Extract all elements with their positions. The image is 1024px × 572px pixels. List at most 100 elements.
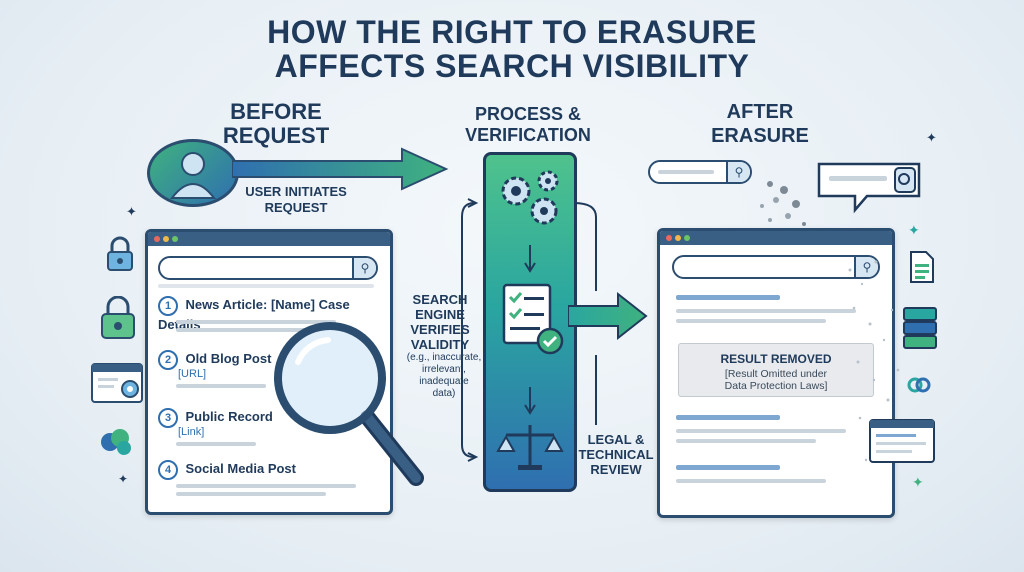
search-placeholder-line bbox=[658, 170, 714, 174]
settings-window-icon bbox=[91, 363, 143, 403]
document-icon bbox=[910, 251, 934, 283]
verify-line-3: VERIFIES bbox=[410, 322, 470, 337]
result-line bbox=[176, 442, 256, 446]
scales-icon bbox=[496, 425, 564, 470]
verify-note-line-3: inadequate bbox=[419, 376, 469, 387]
verify-note-line-2: irrelevant, bbox=[422, 364, 466, 375]
request-arrow bbox=[232, 147, 449, 191]
title-line-2: AFFECTS SEARCH VISIBILITY bbox=[274, 48, 750, 84]
result-line bbox=[676, 439, 816, 443]
result-3[interactable]: 3 Public Record bbox=[158, 408, 273, 428]
result-number: 4 bbox=[158, 460, 178, 480]
result-line bbox=[176, 384, 266, 388]
divider bbox=[158, 284, 374, 288]
process-heading: PROCESS & VERIFICATION bbox=[448, 104, 608, 146]
process-heading-line-2: VERIFICATION bbox=[465, 125, 591, 145]
cloud-icon bbox=[101, 429, 131, 455]
server-icon bbox=[903, 307, 937, 349]
after-small-search[interactable]: ⚲ bbox=[648, 160, 752, 184]
review-line-2: TECHNICAL bbox=[578, 447, 654, 462]
mini-browser-icon bbox=[869, 419, 935, 463]
verify-label: SEARCH ENGINE VERIFIES VALIDITY bbox=[400, 292, 480, 352]
sparkle-icon: ✦ bbox=[126, 204, 137, 219]
sparkle-icon: ✦ bbox=[908, 222, 920, 238]
before-browser-window: ⚲ 1 News Article: [Name] Case Details 2 … bbox=[145, 229, 393, 515]
result-line bbox=[176, 492, 326, 496]
title-line-1: HOW THE RIGHT TO ERASURE bbox=[267, 14, 757, 50]
process-icons bbox=[496, 170, 564, 470]
close-dot bbox=[666, 235, 672, 241]
result-line bbox=[676, 309, 856, 313]
result-title[interactable]: Social Media Post bbox=[185, 461, 296, 476]
verify-line-2: ENGINE bbox=[415, 307, 465, 322]
result-title-line bbox=[676, 295, 780, 300]
sparkle-icon: ✦ bbox=[912, 474, 924, 490]
output-arrow bbox=[568, 291, 648, 341]
after-heading-line-2: ERASURE bbox=[711, 125, 809, 147]
result-line bbox=[176, 328, 306, 332]
result-number: 3 bbox=[158, 408, 178, 428]
search-bar[interactable]: ⚲ bbox=[158, 256, 378, 280]
review-line-3: REVIEW bbox=[590, 462, 642, 477]
maximize-dot bbox=[684, 235, 690, 241]
magnifier-icon bbox=[274, 322, 424, 486]
result-number: 1 bbox=[158, 296, 178, 316]
browser-titlebar bbox=[148, 232, 390, 246]
browser-titlebar bbox=[660, 231, 892, 245]
process-right-flow bbox=[573, 202, 597, 425]
result-4[interactable]: 4 Social Media Post bbox=[158, 460, 296, 480]
search-bar[interactable]: ⚲ bbox=[672, 255, 880, 279]
removed-note-line-2: Data Protection Laws] bbox=[724, 380, 828, 392]
sparkle-icon: ✦ bbox=[118, 472, 129, 486]
result-title-line bbox=[676, 465, 780, 470]
result-url[interactable]: [URL] bbox=[178, 368, 207, 380]
verify-note-line-1: (e.g., inaccurate, bbox=[406, 352, 482, 363]
minimize-dot bbox=[163, 236, 169, 242]
result-line bbox=[176, 320, 336, 324]
result-line bbox=[676, 319, 826, 323]
review-label: LEGAL & TECHNICAL REVIEW bbox=[574, 432, 658, 477]
link-icon bbox=[907, 377, 931, 393]
before-heading-line-2: REQUEST bbox=[222, 123, 330, 148]
removed-note-line-1: [Result Omitted under bbox=[724, 368, 828, 380]
review-line-1: LEGAL & bbox=[587, 432, 645, 447]
user-caption-line-1: USER INITIATES bbox=[245, 184, 347, 199]
verify-line-4: VALIDITY bbox=[410, 337, 470, 352]
checklist-icon bbox=[502, 283, 564, 355]
close-dot bbox=[154, 236, 160, 242]
result-title-line bbox=[676, 415, 780, 420]
gear-icon bbox=[501, 170, 559, 225]
result-removed-box: RESULT REMOVED [Result Omitted under Dat… bbox=[678, 343, 874, 397]
before-heading-line-1: BEFORE bbox=[230, 99, 322, 124]
user-caption-line-2: REQUEST bbox=[264, 200, 328, 215]
result-number: 2 bbox=[158, 350, 178, 370]
search-icon[interactable]: ⚲ bbox=[352, 258, 376, 278]
user-avatar bbox=[147, 139, 239, 207]
after-heading: AFTER ERASURE bbox=[690, 100, 830, 148]
result-link[interactable]: [Link] bbox=[178, 426, 205, 438]
verify-line-1: SEARCH bbox=[412, 292, 468, 307]
process-left-flow bbox=[461, 198, 479, 462]
process-heading-line-1: PROCESS & bbox=[474, 104, 582, 124]
user-caption: USER INITIATES REQUEST bbox=[232, 184, 360, 216]
lock-icon bbox=[101, 296, 135, 339]
search-icon[interactable]: ⚲ bbox=[854, 257, 878, 277]
minimize-dot bbox=[675, 235, 681, 241]
user-icon bbox=[169, 152, 217, 199]
search-icon[interactable]: ⚲ bbox=[726, 162, 750, 182]
result-line bbox=[676, 429, 846, 433]
result-2[interactable]: 2 Old Blog Post bbox=[158, 350, 271, 370]
maximize-dot bbox=[172, 236, 178, 242]
sparkle-icon: ✦ bbox=[926, 130, 937, 145]
after-browser-window: ⚲ RESULT REMOVED [Result Omitted under D… bbox=[657, 228, 895, 518]
lock-icon bbox=[107, 236, 133, 271]
result-title[interactable]: Old Blog Post bbox=[185, 351, 272, 366]
before-heading: BEFORE REQUEST bbox=[196, 100, 356, 148]
process-column bbox=[483, 152, 577, 492]
after-heading-line-1: AFTER bbox=[726, 101, 794, 123]
verify-note: (e.g., inaccurate, irrelevant, inadequat… bbox=[402, 352, 486, 400]
result-line bbox=[176, 484, 356, 488]
result-title[interactable]: Public Record bbox=[185, 409, 273, 424]
result-line bbox=[676, 479, 826, 483]
verify-note-line-4: data) bbox=[432, 388, 456, 399]
